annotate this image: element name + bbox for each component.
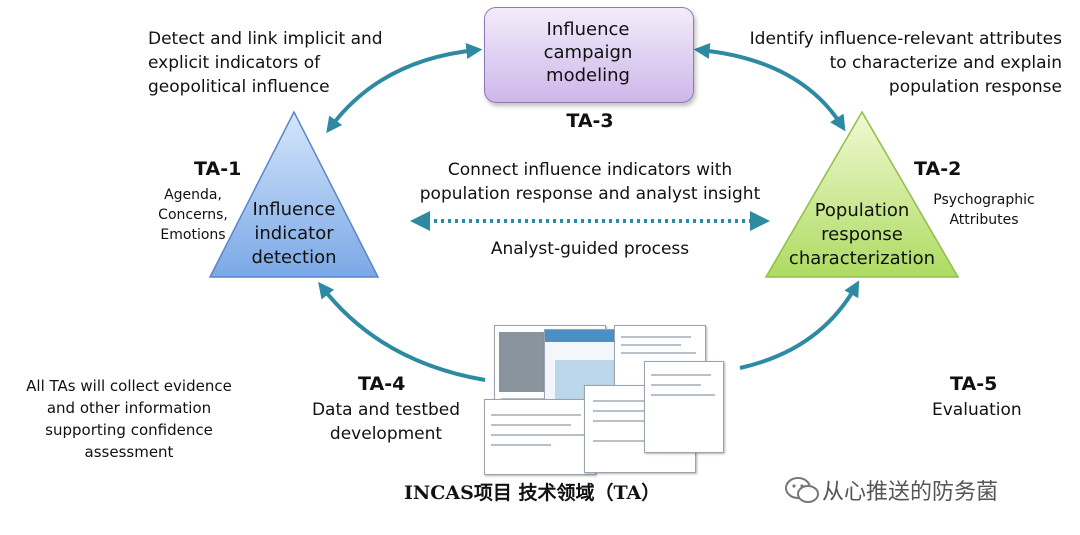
document-thumbnail [644, 361, 724, 453]
figure-caption: INCAS项目 技术领域（TA） [404, 482, 661, 504]
ta1-label-line-2: indicator [254, 223, 334, 244]
ta1-side-text: Agenda, Concerns, Emotions [150, 185, 236, 245]
ta3-label-line-3: modeling [546, 65, 630, 86]
ta3-label-line-1: Influence [546, 19, 630, 40]
annotation-analyst-guided: Analyst-guided process [490, 239, 690, 259]
arrow-ta4-to-ta2 [739, 280, 860, 370]
ta2-triangle [764, 110, 960, 278]
annotation-bottom-left-line-3: supporting confidence [45, 421, 213, 439]
ta3-box [484, 7, 694, 103]
watermark-text: 从心推送的防务菌 [822, 480, 999, 505]
watermark: 从心推送的防务菌 [782, 474, 998, 506]
ta2-label-line-2: response [821, 224, 903, 245]
ta4-label: Data and testbed development [300, 398, 472, 446]
ta5-label: Evaluation [932, 400, 1022, 420]
ta4-label-line-2: development [329, 424, 443, 444]
ta2-label: Population response characterization [782, 199, 942, 271]
ta4-label-line-1: Data and testbed [311, 400, 461, 420]
ta3-tag: TA-3 [566, 110, 614, 132]
ta1-triangle [208, 110, 380, 278]
ta2-tag: TA-2 [914, 158, 962, 180]
ta2-label-line-3: characterization [788, 248, 936, 269]
ta3-label: Influence campaign modeling [484, 18, 692, 87]
ta4-tag: TA-4 [358, 373, 406, 395]
ta1-label-line-3: detection [251, 247, 337, 268]
annotation-center: Connect influence indicators with popula… [400, 158, 780, 206]
annotation-top-left: Detect and link implicit and explicit in… [148, 27, 418, 99]
annotation-top-right-line-1: Identify influence-relevant attributes [749, 29, 1062, 49]
annotation-bottom-left-line-2: and other information [46, 399, 212, 417]
annotation-center-line-2: population response and analyst insight [419, 184, 761, 204]
annotation-top-left-line-2: explicit indicators of [148, 53, 321, 73]
annotation-top-right: Identify influence-relevant attributes t… [700, 27, 1062, 99]
annotation-bottom-left-line-4: assessment [84, 443, 174, 461]
annotation-bottom-left-line-1: All TAs will collect evidence [26, 377, 232, 395]
arrow-ta4-to-ta1 [318, 281, 486, 382]
arrow-ta3-to-ta2 [693, 42, 846, 132]
ta1-label-line-1: Influence [252, 199, 336, 220]
document-thumbnail [484, 399, 596, 475]
annotation-top-left-line-3: geopolitical influence [148, 77, 330, 97]
arrow-ta3-to-ta1 [326, 43, 483, 134]
ta1-tag: TA-1 [194, 158, 242, 180]
ta1-side-line-1: Agenda, [164, 187, 222, 203]
ta1-side-line-2: Concerns, [158, 207, 228, 223]
ta2-side-line-1: Psychographic [933, 192, 1035, 208]
document-collage [484, 325, 724, 475]
annotation-top-left-line-1: Detect and link implicit and [148, 29, 383, 49]
ta2-side-text: Psychographic Attributes [928, 190, 1040, 230]
annotation-top-right-line-2: to characterize and explain [829, 53, 1062, 73]
wechat-icon [785, 477, 819, 503]
ta2-side-line-2: Attributes [949, 212, 1019, 228]
annotation-top-right-line-3: population response [888, 77, 1062, 97]
ta2-label-line-1: Population [814, 200, 910, 221]
annotation-bottom-left: All TAs will collect evidence and other … [0, 375, 258, 463]
annotation-center-line-1: Connect influence indicators with [447, 160, 733, 180]
ta1-label: Influence indicator detection [234, 198, 354, 270]
ta5-tag: TA-5 [950, 373, 998, 395]
ta1-side-line-3: Emotions [160, 227, 226, 243]
ta3-label-line-2: campaign [543, 42, 633, 63]
